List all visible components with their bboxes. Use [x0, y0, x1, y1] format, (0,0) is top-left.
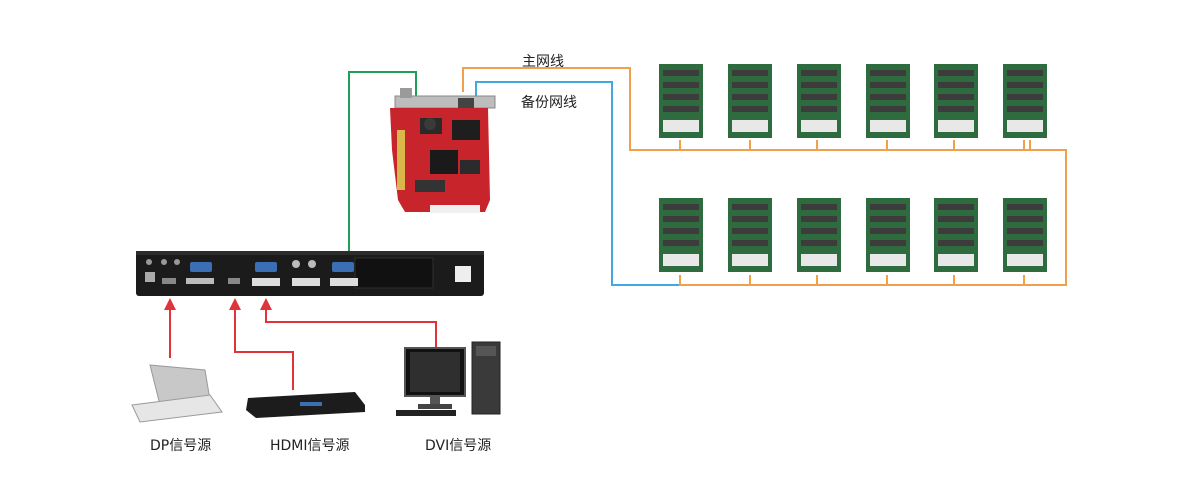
link-cable — [348, 71, 417, 268]
video-processor — [136, 251, 484, 296]
desktop-pc-icon — [396, 341, 501, 416]
dvi-source-label: DVI信号源 — [425, 438, 492, 454]
backup-cable-label: 备份网线 — [521, 95, 577, 111]
backup-cable — [475, 81, 680, 286]
receiver-card — [1003, 198, 1047, 272]
receiver-card — [797, 64, 841, 138]
signal-arrows — [164, 298, 272, 310]
main-cable — [462, 67, 1067, 286]
laptop-icon — [131, 364, 223, 423]
receiver-chain-links — [679, 140, 1036, 286]
receiver-card — [659, 198, 703, 272]
main-cable-label: 主网线 — [522, 54, 564, 70]
receiver-card — [797, 198, 841, 272]
receiver-cards-row-1 — [659, 64, 1047, 138]
receiver-card — [728, 198, 772, 272]
hdmi-source-label: HDMI信号源 — [270, 438, 350, 454]
receiver-card — [866, 64, 910, 138]
receiver-card — [728, 64, 772, 138]
receiver-card — [1003, 64, 1047, 138]
dp-source-label: DP信号源 — [150, 438, 212, 454]
media-player-icon — [246, 392, 365, 418]
receiver-card — [659, 64, 703, 138]
receiver-card — [934, 64, 978, 138]
signal-cables — [169, 305, 437, 390]
receiver-cards-row-2 — [659, 198, 1047, 272]
receiver-card — [866, 198, 910, 272]
receiver-card — [934, 198, 978, 272]
sending-card — [390, 88, 496, 213]
